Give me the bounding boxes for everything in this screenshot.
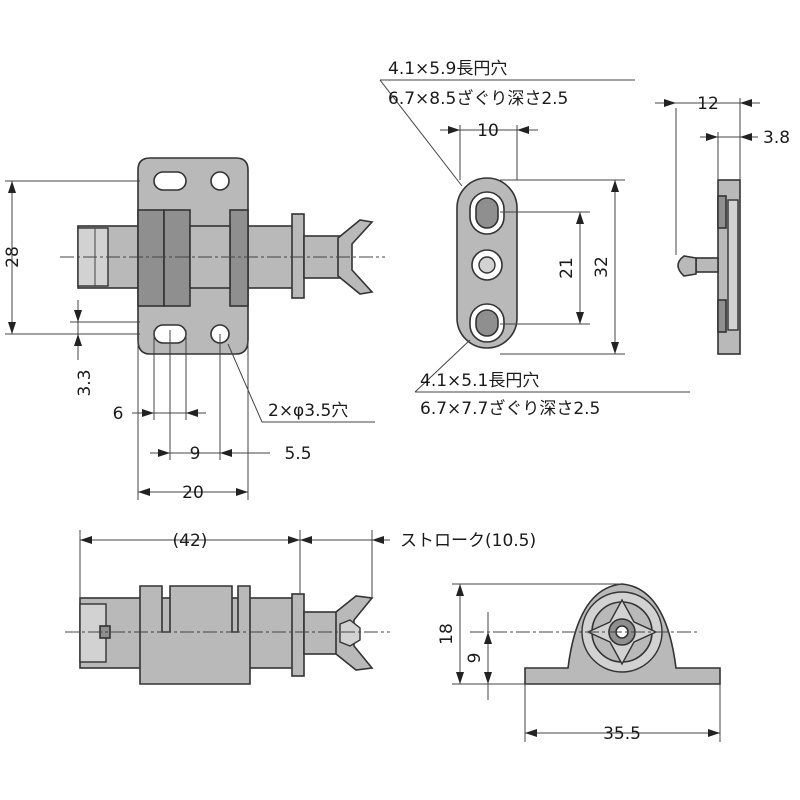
dim-height-28: 28 — [3, 246, 23, 268]
note-top-slot: 4.1×5.9長円穴 — [388, 59, 507, 79]
plate-center-hole-inner — [478, 256, 496, 274]
note-hole-diameter: 2×φ3.5穴 — [268, 401, 348, 421]
side-view-recess-lower — [717, 299, 727, 333]
front-view-plunger-head — [339, 619, 361, 647]
dim-end-width-35-5: 35.5 — [603, 724, 641, 744]
dim-end-center-9: 9 — [465, 653, 485, 664]
dim-end-height-18: 18 — [437, 623, 457, 645]
dim-pitch-9: 9 — [190, 444, 201, 464]
dim-width-20: 20 — [182, 483, 204, 503]
dim-pitch-5-5: 5.5 — [284, 444, 311, 464]
front-view: (42) ストローク(10.5) — [65, 530, 536, 685]
dim-plate-width-10: 10 — [477, 121, 499, 141]
side-view-inner — [727, 199, 739, 331]
note-bottom-slot: 4.1×5.1長円穴 — [420, 371, 539, 391]
plate-slot-lower — [475, 309, 499, 337]
end-view: 18 9 35.5 — [437, 583, 721, 744]
top-view-rib-right — [229, 209, 249, 307]
dim-slot-width-6: 6 — [113, 404, 124, 424]
dim-side-total-12: 12 — [697, 94, 719, 114]
dim-length-42: (42) — [173, 531, 208, 551]
plate-view: 10 21 32 4.1×5.9長円穴 6.7×8.5ざぐり深さ2.5 4.1×… — [379, 59, 690, 419]
side-view-stem — [695, 257, 719, 273]
top-view-rib-left — [137, 209, 165, 307]
top-view-flange — [291, 213, 305, 299]
note-bottom-counterbore: 6.7×7.7ざぐり深さ2.5 — [420, 398, 600, 419]
top-view-plunger-fork — [337, 219, 374, 295]
dim-plate-height-32: 32 — [592, 256, 612, 278]
top-view-slot-upper — [153, 171, 187, 191]
dim-side-plate-3-8: 3.8 — [763, 128, 790, 148]
note-stroke: ストローク(10.5) — [400, 531, 536, 551]
front-view-plunger — [303, 611, 341, 655]
top-view-hole-upper — [210, 171, 230, 191]
top-view: 28 3.3 6 9 5.5 20 2×φ3.5穴 — [3, 157, 385, 503]
note-top-counterbore: 6.7×8.5ざぐり深さ2.5 — [388, 88, 568, 109]
side-view: 12 3.8 — [655, 94, 790, 355]
plate-slot-upper — [475, 197, 499, 229]
side-view-tip — [677, 255, 697, 277]
front-view-flange — [291, 593, 305, 677]
top-view-rib-middle — [163, 209, 191, 307]
dim-plate-pitch-21: 21 — [557, 257, 577, 279]
side-view-recess-upper — [717, 195, 727, 229]
dim-offset-3-3: 3.3 — [75, 369, 95, 396]
